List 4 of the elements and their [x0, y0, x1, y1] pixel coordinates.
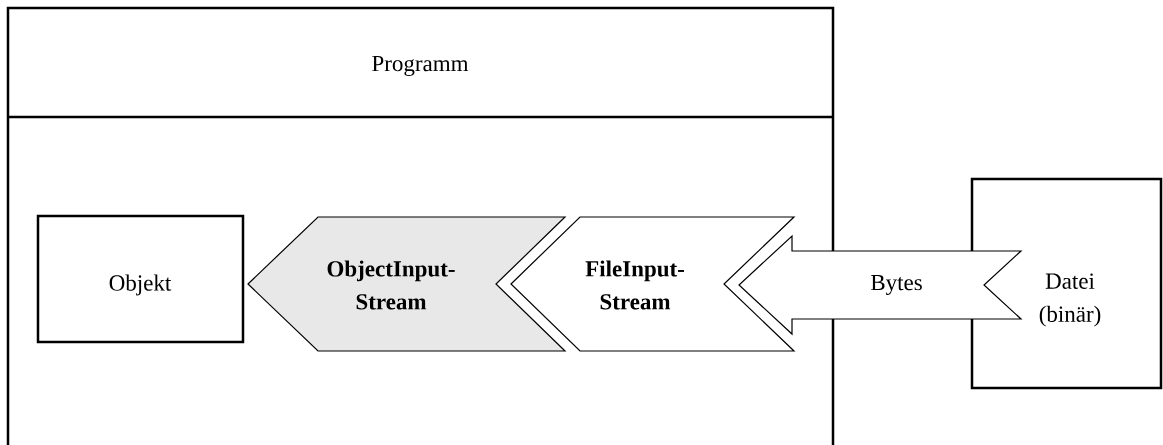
edge-label: Bytes	[869, 274, 924, 296]
object-box: Objekt	[36, 214, 245, 344]
file-box: Datei (binär)	[970, 177, 1163, 390]
block-arrow	[738, 234, 1023, 336]
